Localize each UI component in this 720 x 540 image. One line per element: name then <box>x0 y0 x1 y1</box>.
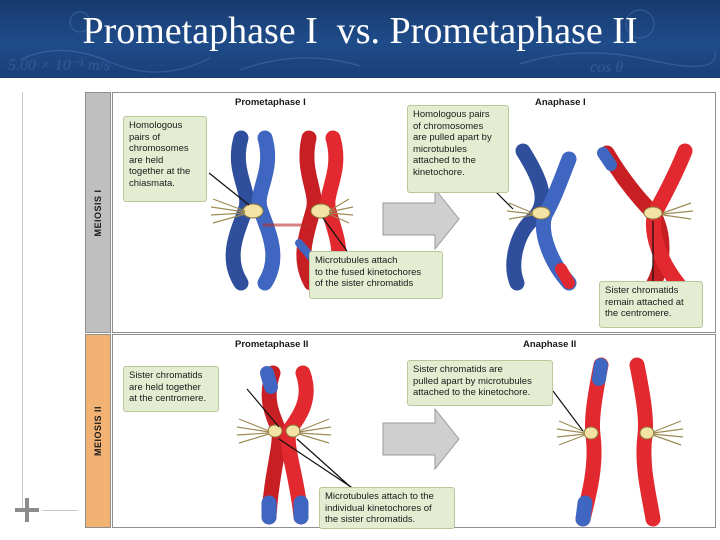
prometaphase-ii-heading: Prometaphase II <box>235 339 309 350</box>
note-homologs-pulled-apart: Homologous pairs of chromosomes are pull… <box>407 105 509 193</box>
meiosis-ii-band: MEIOSIS II <box>85 334 111 528</box>
meiosis-i-label: MEIOSIS I <box>93 188 103 237</box>
meiosis-ii-label: MEIOSIS II <box>93 405 103 457</box>
prometaphase-i-heading: Prometaphase I <box>235 97 306 108</box>
svg-text:5.00 × 10⁻¹ m/s: 5.00 × 10⁻¹ m/s <box>8 57 110 74</box>
plus-icon <box>15 498 39 522</box>
anaphase-ii-left-chromatid <box>556 357 609 527</box>
prometaphase-ii-chromosome <box>236 365 332 525</box>
bottom-divider <box>42 510 78 511</box>
svg-text:cos θ: cos θ <box>590 59 623 76</box>
note-chromatids-pulled-apart: Sister chromatids are pulled apart by mi… <box>407 360 553 406</box>
meiosis-ii-illustration <box>236 357 684 527</box>
note-fused-kinetochores: Microtubules attach to the fused kinetoc… <box>309 251 443 299</box>
anaphase-i-red-chromosome <box>597 143 694 293</box>
meiosis-i-band: MEIOSIS I <box>85 92 111 333</box>
meiosis-figure: MEIOSIS I MEIOSIS II <box>79 84 717 530</box>
prometaphase-i-microtubules <box>210 198 354 224</box>
note-remain-attached: Sister chromatids remain attached at the… <box>599 281 703 328</box>
note-held-at-centromere: Sister chromatids are held together at t… <box>123 366 219 412</box>
left-divider <box>22 92 23 512</box>
slide-header: 5.00 × 10⁻¹ m/s cos θ Prometaphase I vs.… <box>0 0 720 78</box>
arrow-right-icon <box>382 187 460 251</box>
anaphase-ii-heading: Anaphase II <box>523 339 577 350</box>
arrow-right-icon <box>382 407 460 471</box>
anaphase-i-heading: Anaphase I <box>535 97 586 108</box>
meiosis-ii-panel: Prometaphase II Anaphase II Sister chrom… <box>112 334 716 529</box>
slide-title: Prometaphase I vs. Prometaphase II <box>82 10 638 52</box>
prometaphase-i-kinetochores <box>242 203 332 219</box>
header-decoration: 5.00 × 10⁻¹ m/s cos θ <box>8 9 716 76</box>
meiosis-i-panel: Prometaphase I Anaphase I Homologous pai… <box>112 92 716 333</box>
note-individual-kinetochores: Microtubules attach to the individual ki… <box>319 487 455 529</box>
anaphase-i-blue-chromosome <box>506 143 577 291</box>
anaphase-ii-right-chromatid <box>629 357 684 527</box>
note-chiasmata: Homologous pairs of chromosomes are held… <box>123 116 207 202</box>
